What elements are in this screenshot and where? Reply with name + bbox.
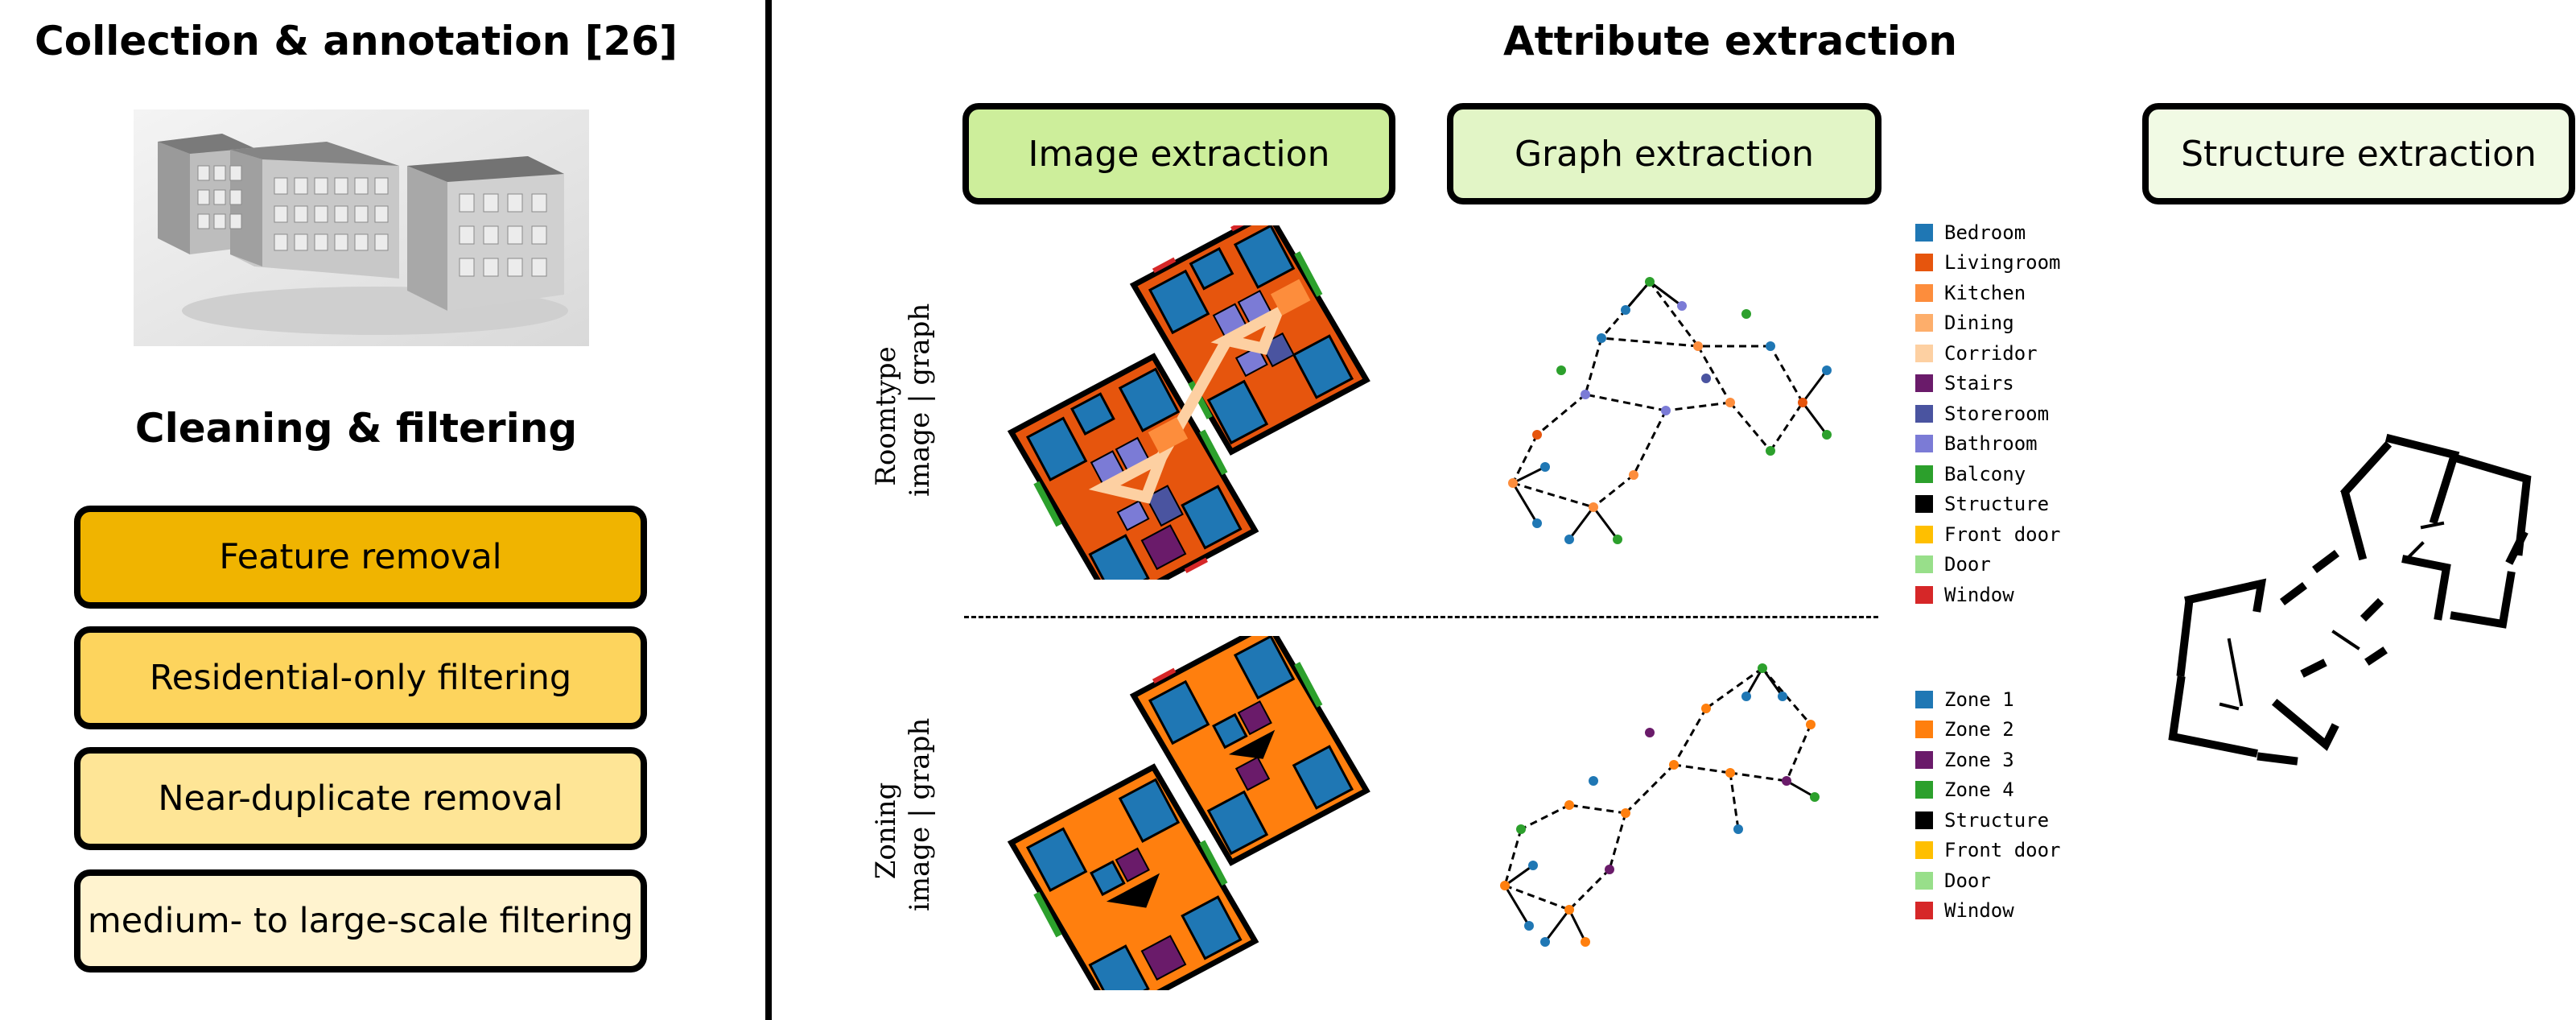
legend-item: Corridor (1915, 338, 2061, 369)
legend-swatch (1915, 465, 1933, 483)
legend-label: Livingroom (1944, 251, 2061, 275)
legend-label: Door (1944, 869, 1991, 892)
legend-swatch (1915, 781, 1933, 799)
legend-swatch (1915, 902, 1933, 920)
legend-label: Balcony (1944, 462, 2026, 485)
legend-item: Livingroom (1915, 248, 2061, 279)
zoning-legend: Zone 1 Zone 2 Zone 3 Zone 4 Structure Fr… (1915, 684, 2061, 926)
row-subtitle-roomtype: image | graph (904, 303, 936, 497)
step-residential-filtering: Residential-only filtering (74, 626, 647, 729)
row-label-zoning: Zoning image | graph (869, 717, 937, 911)
stage-graph-extraction: Graph extraction (1447, 103, 1882, 204)
legend-label: Kitchen (1944, 281, 2026, 304)
collection-title: Collection & annotation [26] (35, 18, 678, 64)
legend-item: Bathroom (1915, 429, 2061, 460)
cleaning-title: Cleaning & filtering (134, 405, 578, 452)
legend-label: Bathroom (1944, 432, 2038, 456)
legend-item: Storeroom (1915, 399, 2061, 429)
legend-item: Structure (1915, 489, 2061, 520)
roomtype-graph (1508, 277, 1832, 544)
attribute-extraction-title: Attribute extraction (1503, 18, 1957, 64)
legend-label: Bedroom (1944, 221, 2026, 244)
legend-swatch (1915, 404, 1933, 423)
legend-swatch (1915, 283, 1933, 302)
legend-swatch (1915, 525, 1933, 543)
legend-swatch (1915, 374, 1933, 393)
row-label-roomtype: Roomtype image | graph (869, 303, 937, 497)
legend-swatch (1915, 314, 1933, 332)
legend-swatch (1915, 750, 1933, 769)
legend-item: Zone 3 (1915, 745, 2061, 775)
legend-item: Bedroom (1915, 217, 2061, 248)
step-near-duplicate-removal: Near-duplicate removal (74, 747, 647, 850)
legend-item: Balcony (1915, 459, 2061, 489)
row-subtitle-zoning: image | graph (904, 717, 936, 911)
legend-swatch (1915, 721, 1933, 739)
legend-label: Zone 2 (1944, 718, 2014, 741)
legend-label: Corridor (1944, 341, 2038, 365)
legend-item: Zone 1 (1915, 684, 2061, 715)
legend-label: Dining (1944, 312, 2014, 335)
legend-swatch (1915, 555, 1933, 574)
legend-swatch (1915, 254, 1933, 272)
legend-item: Window (1915, 896, 2061, 927)
stage-image-extraction: Image extraction (962, 103, 1395, 204)
legend-label: Front door (1944, 839, 2061, 862)
legend-item: Kitchen (1915, 278, 2061, 308)
legend-item: Front door (1915, 836, 2061, 866)
zoning-graph (1500, 663, 1820, 947)
legend-swatch (1915, 344, 1933, 362)
legend-label: Window (1944, 899, 2014, 923)
row-separator (964, 616, 1878, 618)
legend-item: Zone 2 (1915, 715, 2061, 745)
legend-item: Window (1915, 580, 2061, 610)
legend-item: Front door (1915, 519, 2061, 550)
legend-label: Stairs (1944, 372, 2014, 395)
step-scale-filtering: medium- to large-scale filtering (74, 869, 647, 973)
legend-label: Zone 4 (1944, 778, 2014, 802)
legend-label: Front door (1944, 522, 2061, 546)
zoning-floorplan-image (1007, 636, 1370, 990)
legend-swatch (1915, 841, 1933, 860)
legend-item: Dining (1915, 308, 2061, 339)
panel-divider (765, 0, 772, 1020)
legend-label: Door (1944, 553, 1991, 576)
legend-swatch (1915, 690, 1933, 708)
legend-label: Zone 1 (1944, 688, 2014, 711)
roomtype-floorplan-image (1007, 225, 1370, 580)
legend-label: Window (1944, 583, 2014, 606)
legend-item: Stairs (1915, 369, 2061, 399)
legend-label: Structure (1944, 808, 2050, 832)
legend-swatch (1915, 495, 1933, 514)
building-render-image (134, 109, 589, 346)
legend-swatch (1915, 811, 1933, 829)
structure-wall-image (2168, 433, 2532, 766)
legend-item: Door (1915, 865, 2061, 896)
legend-label: Storeroom (1944, 402, 2050, 425)
legend-swatch (1915, 585, 1933, 604)
legend-swatch (1915, 871, 1933, 890)
stage-structure-extraction: Structure extraction (2142, 103, 2575, 204)
legend-swatch (1915, 435, 1933, 453)
legend-label: Zone 3 (1944, 748, 2014, 771)
row-title-roomtype: Roomtype (870, 346, 902, 486)
roomtype-legend: Bedroom Livingroom Kitchen Dining Corrid… (1915, 217, 2061, 610)
legend-label: Structure (1944, 493, 2050, 516)
legend-item: Door (1915, 550, 2061, 580)
legend-swatch (1915, 223, 1933, 242)
row-title-zoning: Zoning (870, 782, 902, 880)
legend-item: Zone 4 (1915, 775, 2061, 806)
step-feature-removal: Feature removal (74, 506, 647, 609)
legend-item: Structure (1915, 805, 2061, 836)
